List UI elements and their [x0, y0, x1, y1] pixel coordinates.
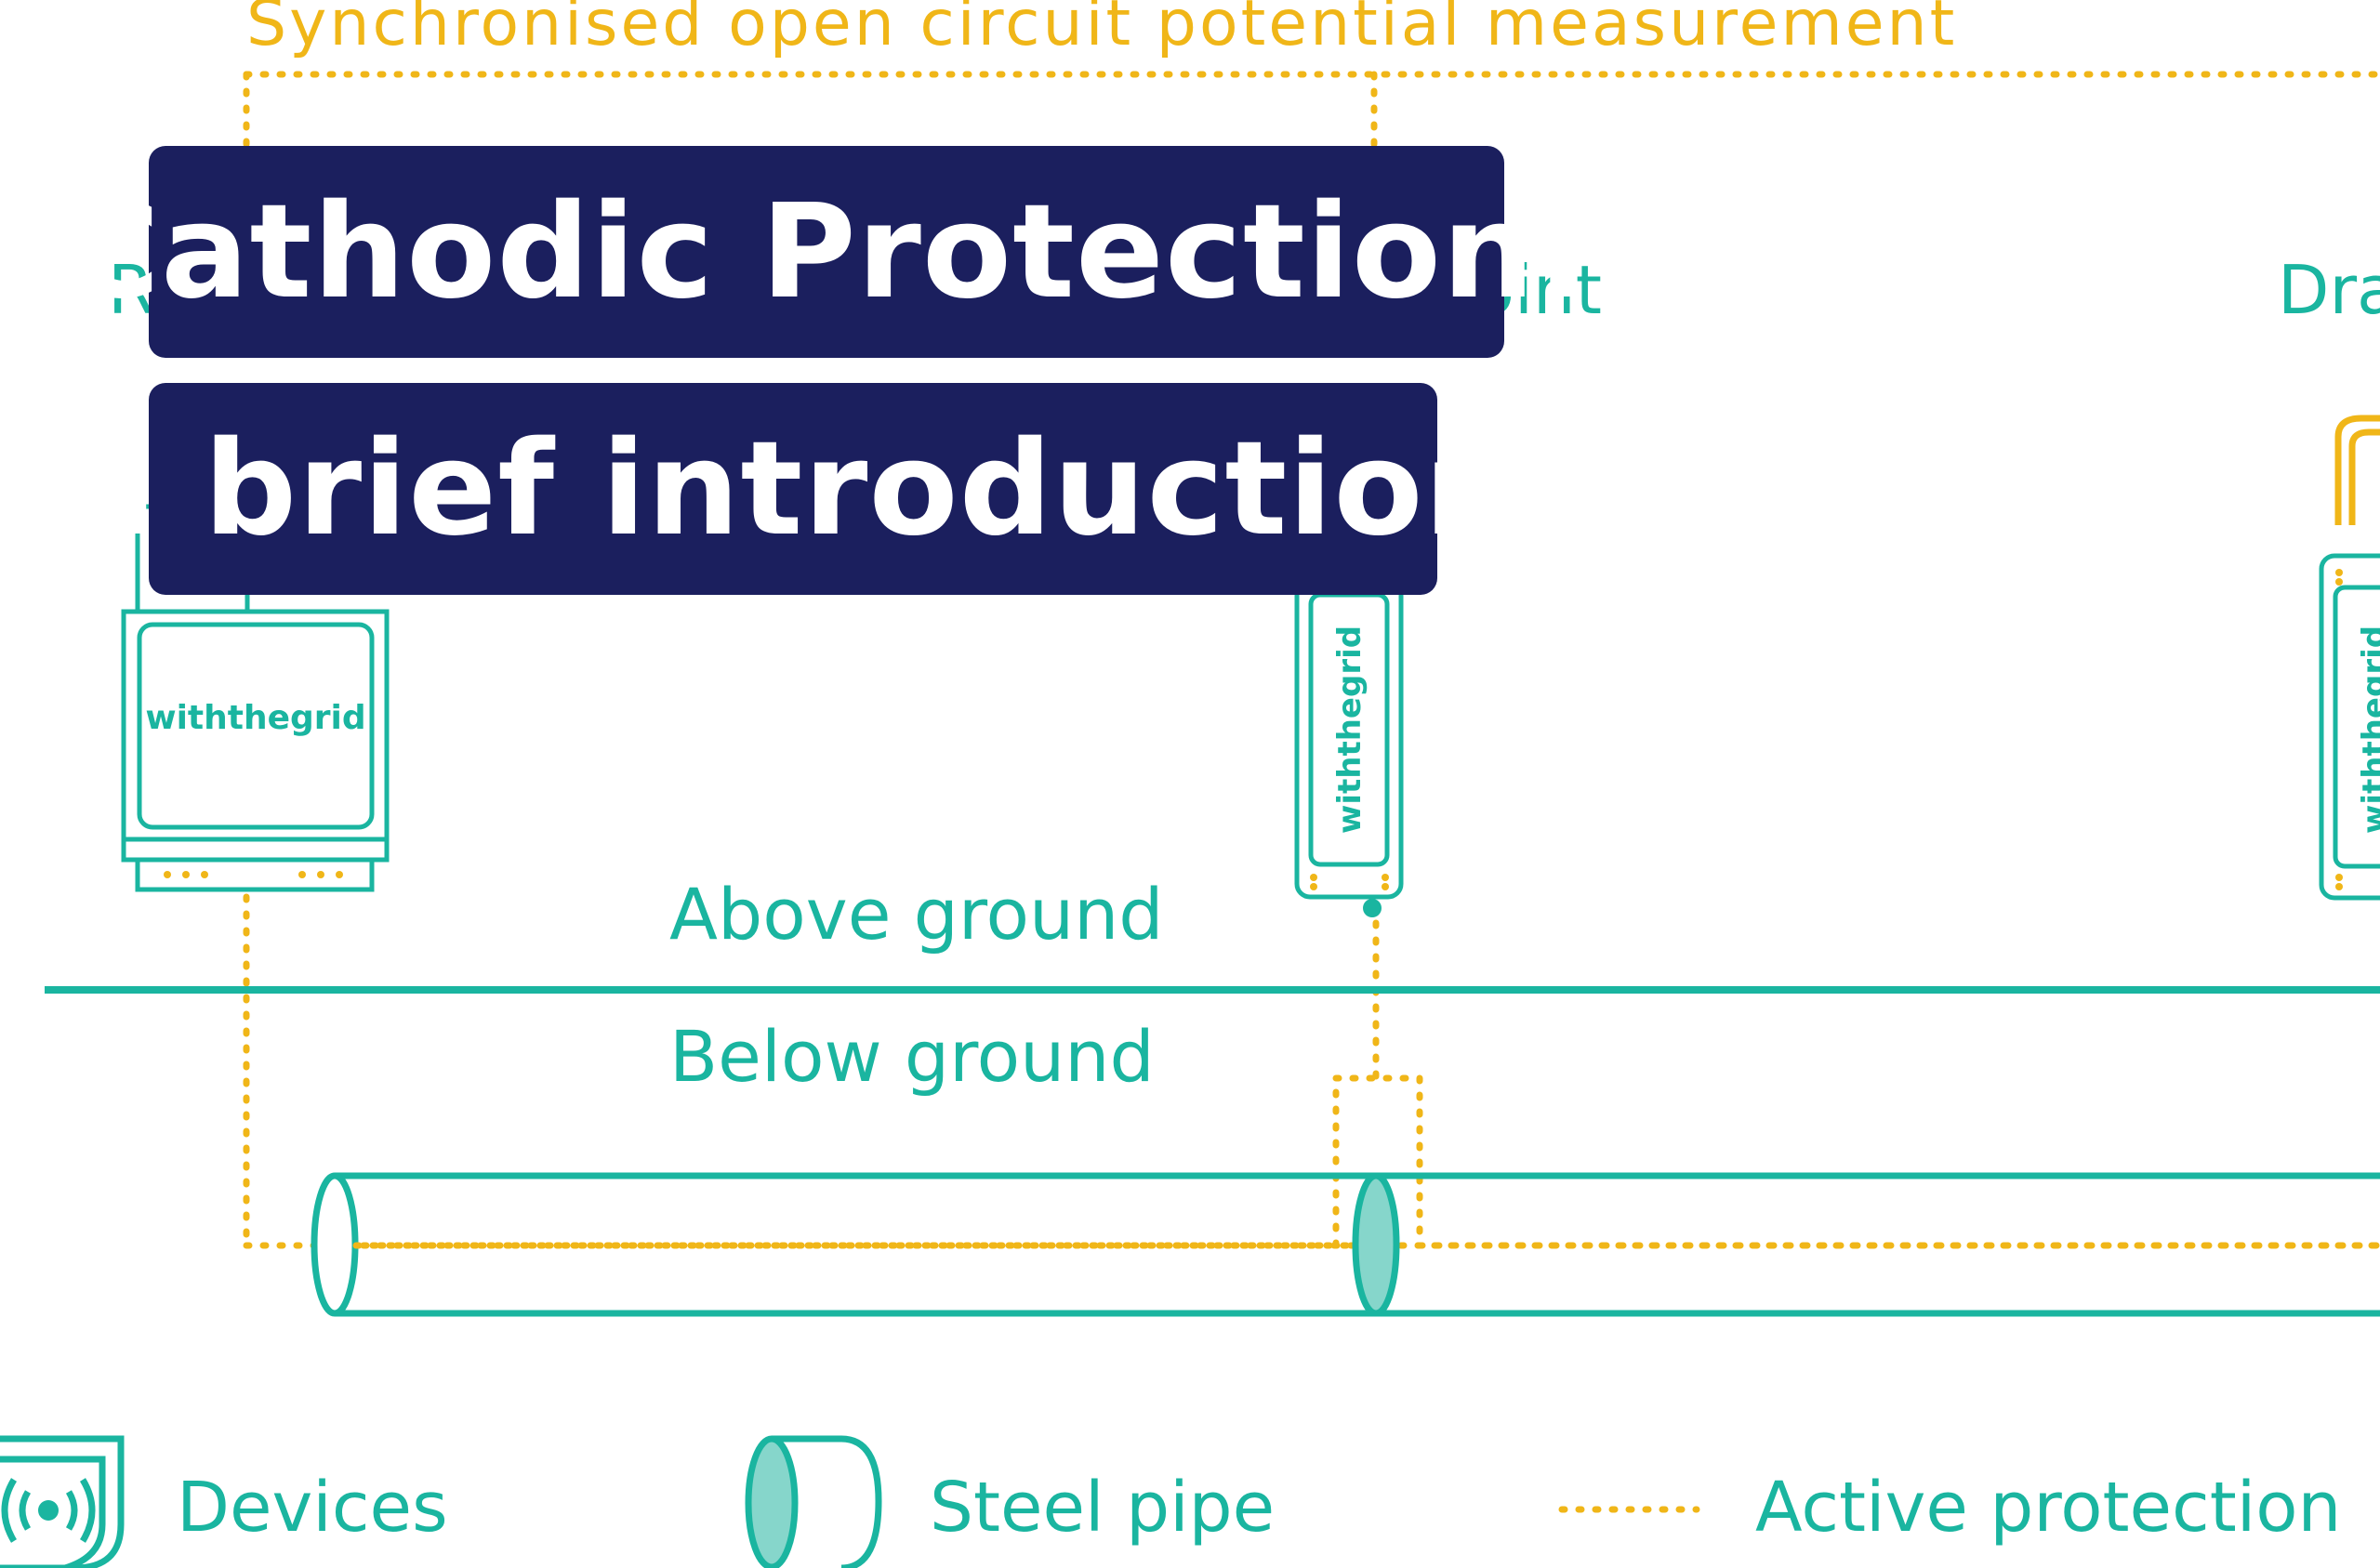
devices-legend-icon: [0, 1435, 125, 1568]
above-ground-label: Above ground: [669, 873, 1164, 955]
active-protection-legend-label: Active protection: [1755, 1468, 2341, 1548]
left-device: withthegrid: [121, 504, 390, 892]
left-device-brand: withthegrid: [145, 699, 365, 737]
middle-device-brand: withthegrid: [1331, 626, 1368, 834]
devices-legend-label: Devices: [177, 1468, 448, 1548]
title-line-1-text: Cathodic Protection:: [64, 176, 1589, 328]
title-banner-line-1: Cathodic Protection:: [64, 146, 1589, 358]
title-line-2-text: a brief introduction: [68, 413, 1518, 565]
legend: Devices Steel pipe Active protection: [0, 1435, 2341, 1568]
below-ground-label: Below ground: [669, 1015, 1155, 1098]
pipe-joint: [1352, 1172, 1400, 1317]
right-column-label: Dra: [2278, 251, 2380, 329]
title-banner-line-2: a brief introduction: [68, 383, 1518, 595]
steel-pipe-legend-label: Steel pipe: [930, 1468, 1275, 1548]
steel-pipe: [311, 1172, 2380, 1317]
right-device: withthegrid: [2319, 415, 2380, 901]
diagram-header-text: Synchronised open circuit potential meas…: [246, 0, 1957, 60]
middle-device: withthegrid: [1294, 573, 1404, 917]
right-device-brand: withthegrid: [2356, 626, 2380, 834]
left-column-label: R: [108, 251, 154, 329]
steel-pipe-legend-icon: [745, 1435, 882, 1568]
